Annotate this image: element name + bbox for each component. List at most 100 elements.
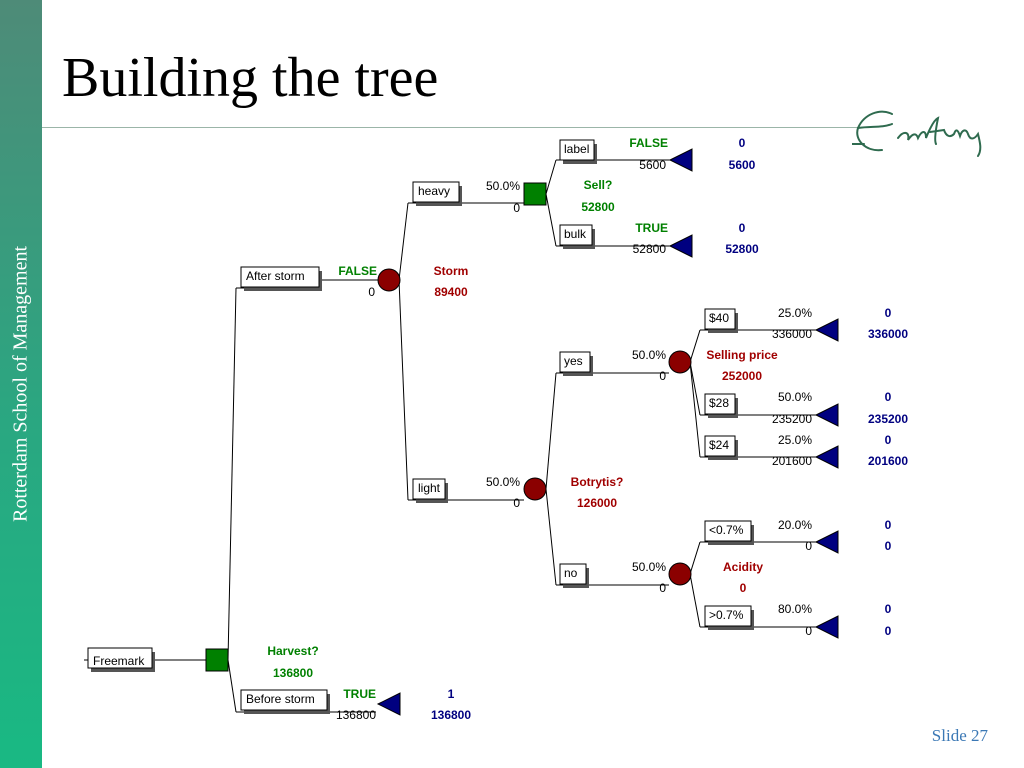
bulk-payoff: 52800 (633, 242, 667, 256)
harvest-node-name: Harvest? (267, 644, 318, 658)
price-40-payoff: 336000 (772, 327, 812, 341)
acidity-high-label: >0.7% (709, 608, 744, 622)
terminal-node-bulk (668, 234, 693, 258)
terminal-node-lt07 (814, 530, 839, 554)
yes-label: yes (564, 354, 583, 368)
acidity-low-end-prob: 0 (885, 518, 892, 532)
terminal-node-label (668, 148, 693, 172)
botrytis-node-value: 126000 (577, 496, 617, 510)
bulk-end-value: 52800 (725, 242, 759, 256)
slide-number: Slide 27 (931, 726, 988, 745)
price-40-end-value: 336000 (868, 327, 908, 341)
no-prob: 50.0% (632, 560, 666, 574)
acidity-node-name: Acidity (723, 560, 763, 574)
branch-box-24: $24 (704, 435, 738, 460)
no-label: no (564, 566, 578, 580)
branch-box-28: $28 (704, 393, 738, 418)
price-24-prob: 25.0% (778, 433, 812, 447)
erasmus-logo (852, 110, 982, 157)
sidebar-band: Rotterdam School of Management (0, 0, 42, 768)
price-40-end-prob: 0 (885, 306, 892, 320)
root-label: Freemark (93, 654, 145, 668)
sell-node-name: Sell? (584, 178, 613, 192)
light-prob: 50.0% (486, 475, 520, 489)
sell-node-value: 52800 (581, 200, 615, 214)
branch-box-light: light (412, 478, 448, 503)
before-storm-flag: TRUE (343, 687, 376, 701)
price-28-prob: 50.0% (778, 390, 812, 404)
price-28-payoff: 235200 (772, 412, 812, 426)
acidity-low-end-value: 0 (885, 539, 892, 553)
light-label: light (418, 481, 441, 495)
heavy-label: heavy (418, 184, 450, 198)
yes-payoff: 0 (659, 369, 666, 383)
storm-node-value: 89400 (434, 285, 468, 299)
branch-box-no: no (559, 563, 589, 588)
acidity-low-payoff: 0 (805, 539, 812, 553)
heavy-payoff: 0 (513, 201, 520, 215)
branch-box-after-storm: After storm (240, 266, 322, 291)
selling-price-node-value: 252000 (722, 369, 762, 383)
branch-box-freemark: Freemark (87, 647, 155, 672)
yes-prob: 50.0% (632, 348, 666, 362)
before-storm-payoff: 136800 (336, 708, 376, 722)
price-40-prob: 25.0% (778, 306, 812, 320)
bulk-label: bulk (564, 227, 587, 241)
price-24-label: $24 (709, 438, 729, 452)
sell-decision-node (523, 182, 547, 206)
selling-price-node-name: Selling price (706, 348, 778, 362)
before-storm-end-prob: 1 (448, 687, 455, 701)
harvest-node-value: 136800 (273, 666, 313, 680)
before-storm-end-value: 136800 (431, 708, 471, 722)
price-28-end-value: 235200 (868, 412, 908, 426)
label-branch-end-prob: 0 (739, 136, 746, 150)
before-storm-label: Before storm (246, 692, 315, 706)
label-branch-end-value: 5600 (729, 158, 756, 172)
price-24-payoff: 201600 (772, 454, 812, 468)
price-40-label: $40 (709, 311, 729, 325)
label-branch-label: label (564, 142, 589, 156)
branch-box-gt07: >0.7% (704, 605, 754, 630)
price-24-end-value: 201600 (868, 454, 908, 468)
harvest-decision-node (205, 648, 229, 672)
after-storm-label: After storm (246, 269, 305, 283)
storm-node-name: Storm (434, 264, 469, 278)
bulk-end-prob: 0 (739, 221, 746, 235)
branch-box-before-storm: Before storm (240, 689, 330, 714)
light-payoff: 0 (513, 496, 520, 510)
after-storm-payoff: 0 (368, 285, 375, 299)
botrytis-chance-node (523, 477, 547, 501)
branch-box-heavy: heavy (412, 181, 462, 206)
terminal-node-gt07 (814, 615, 839, 639)
branch-box-yes: yes (559, 351, 593, 376)
acidity-node-value: 0 (740, 581, 747, 595)
no-payoff: 0 (659, 581, 666, 595)
acidity-high-prob: 80.0% (778, 602, 812, 616)
botrytis-node-name: Botrytis? (571, 475, 624, 489)
selling-price-chance-node (668, 350, 692, 374)
branch-box-label: label (559, 139, 597, 164)
label-branch-flag: FALSE (629, 136, 668, 150)
acidity-low-label: <0.7% (709, 523, 744, 537)
acidity-low-prob: 20.0% (778, 518, 812, 532)
after-storm-flag: FALSE (338, 264, 377, 278)
acidity-high-end-value: 0 (885, 624, 892, 638)
branch-box-bulk: bulk (559, 224, 595, 249)
heavy-prob: 50.0% (486, 179, 520, 193)
acidity-chance-node (668, 562, 692, 586)
acidity-high-end-prob: 0 (885, 602, 892, 616)
bulk-flag: TRUE (635, 221, 668, 235)
acidity-high-payoff: 0 (805, 624, 812, 638)
terminal-node-24 (814, 445, 839, 469)
branch-box-lt07: <0.7% (704, 520, 754, 545)
price-24-end-prob: 0 (885, 433, 892, 447)
price-28-label: $28 (709, 396, 729, 410)
branch-box-40: $40 (704, 308, 738, 333)
slide-title: Building the tree (62, 47, 439, 109)
label-branch-payoff: 5600 (639, 158, 666, 172)
title-divider (42, 127, 862, 128)
terminal-node-40 (814, 318, 839, 342)
storm-chance-node (377, 268, 401, 292)
terminal-node-before-storm (376, 692, 401, 716)
